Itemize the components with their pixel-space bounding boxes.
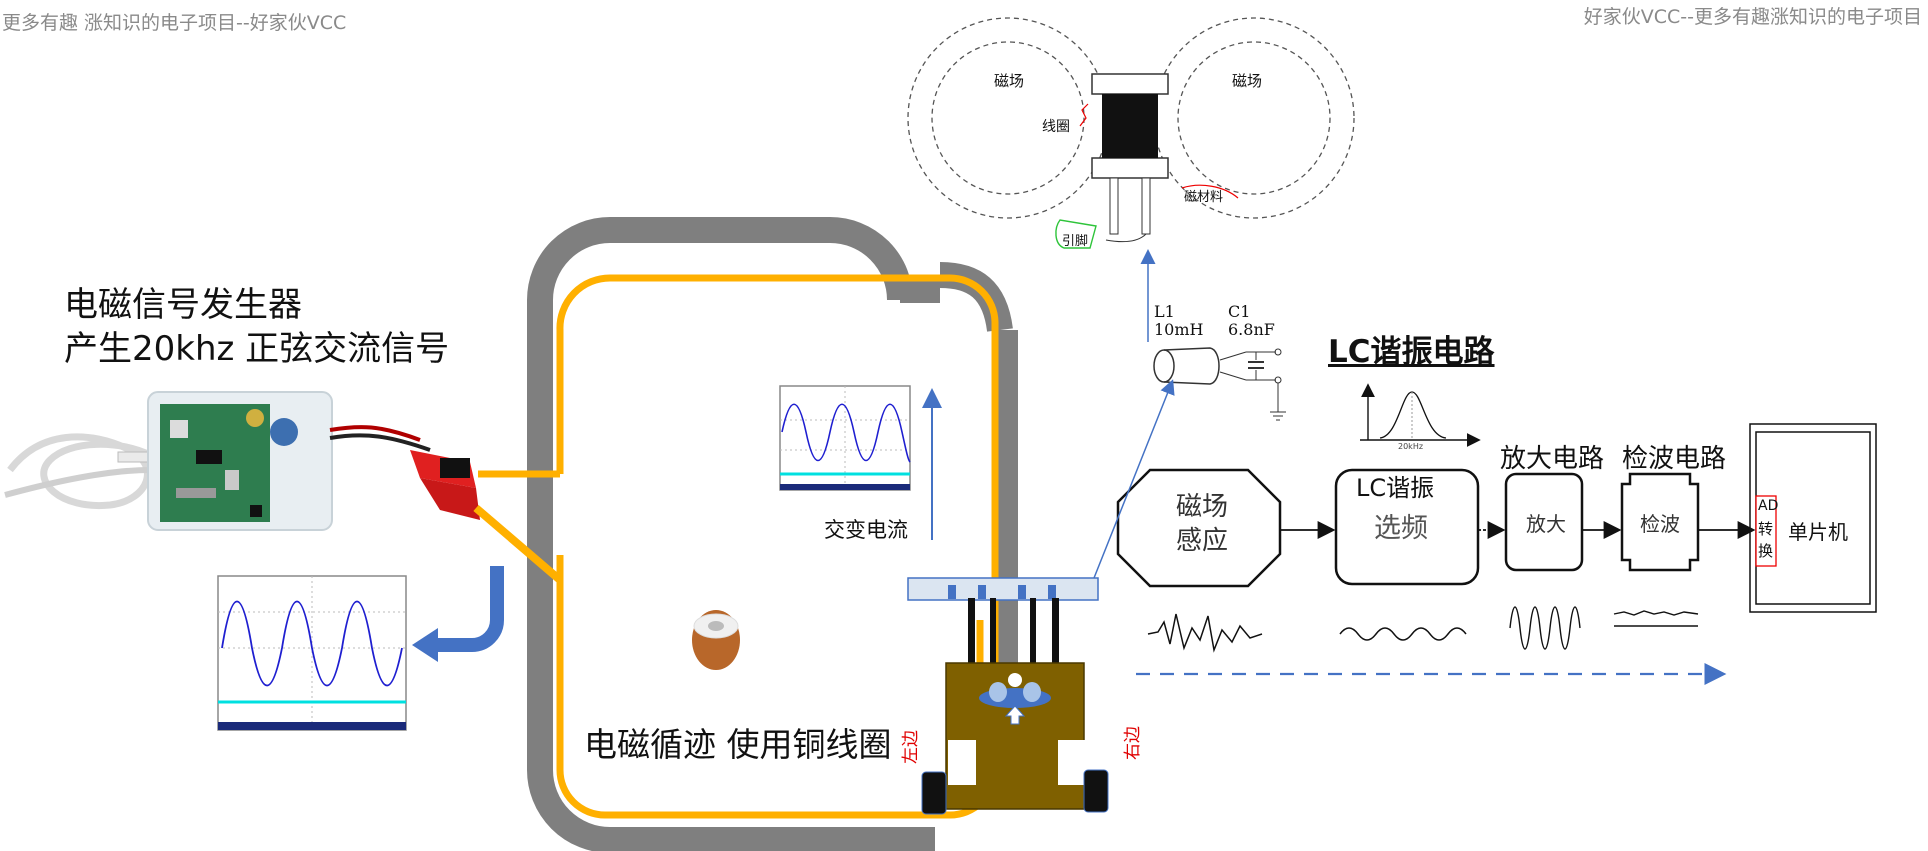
wave-amplified bbox=[1509, 606, 1581, 650]
clip-wires bbox=[329, 425, 431, 452]
oscilloscope-track bbox=[779, 385, 911, 491]
left-wheel bbox=[921, 771, 947, 815]
core-label: 磁材料 bbox=[1184, 190, 1224, 205]
watermark-left: 更多有趣 涨知识的电子项目--好家伙VCC bbox=[2, 12, 347, 34]
wave-detected bbox=[1613, 610, 1699, 616]
signal-generator-device bbox=[147, 391, 333, 531]
pin-label: 引脚 bbox=[1062, 234, 1089, 249]
amp-block-label: 放大 bbox=[1526, 512, 1566, 536]
field-sense-line2: 感应 bbox=[1176, 526, 1229, 556]
inductor-icon bbox=[1153, 347, 1247, 385]
wave-filtered bbox=[1339, 627, 1467, 641]
alligator-clip-icon bbox=[410, 450, 480, 520]
detect-title: 检波电路 bbox=[1622, 444, 1727, 474]
block-detect bbox=[1620, 472, 1700, 572]
ad-label-1: AD bbox=[1758, 498, 1779, 514]
block-lc-select bbox=[1334, 468, 1480, 586]
select-freq-label: 选频 bbox=[1374, 513, 1428, 544]
freq-label: 20kHz bbox=[1398, 442, 1424, 451]
coil-field-diagram bbox=[907, 17, 1355, 249]
block-amp bbox=[1504, 472, 1584, 572]
left-wheel-label: 左边 bbox=[901, 730, 921, 764]
coil-label: 线圈 bbox=[1042, 119, 1070, 135]
capacitor-name: C1 bbox=[1228, 302, 1251, 321]
capacitor-icon bbox=[1246, 348, 1286, 421]
right-wheel-label: 右边 bbox=[1123, 726, 1143, 760]
ad-label-3: 换 bbox=[1758, 542, 1774, 560]
lc-block-label: LC谐振 bbox=[1356, 474, 1435, 502]
copper-spool-icon bbox=[692, 610, 740, 670]
right-wheel bbox=[1083, 769, 1109, 813]
field-label-right: 磁场 bbox=[1232, 72, 1263, 90]
inductor-name: L1 bbox=[1154, 302, 1175, 321]
resonance-curve-icon bbox=[1360, 383, 1481, 447]
field-sense-line1: 磁场 bbox=[1176, 492, 1229, 522]
mcu-label: 单片机 bbox=[1788, 520, 1848, 544]
current-label: 交变电流 bbox=[824, 518, 908, 542]
sensor-struts bbox=[968, 598, 1059, 666]
capacitor-value: 6.8nF bbox=[1228, 320, 1275, 339]
sensor-bar bbox=[907, 577, 1099, 601]
generator-title: 电磁信号发生器 bbox=[64, 285, 302, 325]
pointer-lc bbox=[1093, 379, 1175, 579]
field-label-left: 磁场 bbox=[994, 72, 1025, 90]
wave-raw bbox=[1147, 613, 1263, 653]
track-caption: 电磁循迹 使用铜线圈 bbox=[584, 725, 892, 764]
car-chassis bbox=[945, 662, 1086, 810]
ad-label-2: 转 bbox=[1758, 520, 1774, 538]
signal-arrow-head bbox=[412, 628, 438, 662]
lc-title: LC谐振电路 bbox=[1328, 334, 1495, 370]
oscilloscope-generator bbox=[217, 575, 407, 731]
block-ad bbox=[1755, 495, 1777, 567]
generator-subtitle: 产生20khz 正弦交流信号 bbox=[64, 329, 450, 369]
watermark-right: 好家伙VCC--更多有趣涨知识的电子项目 bbox=[1583, 6, 1922, 28]
signal-arrow-shaft bbox=[430, 566, 504, 652]
amp-title: 放大电路 bbox=[1500, 444, 1605, 474]
detect-block-label: 检波 bbox=[1640, 512, 1680, 536]
inductor-value: 10mH bbox=[1154, 320, 1204, 339]
usb-cable-icon bbox=[4, 433, 152, 510]
